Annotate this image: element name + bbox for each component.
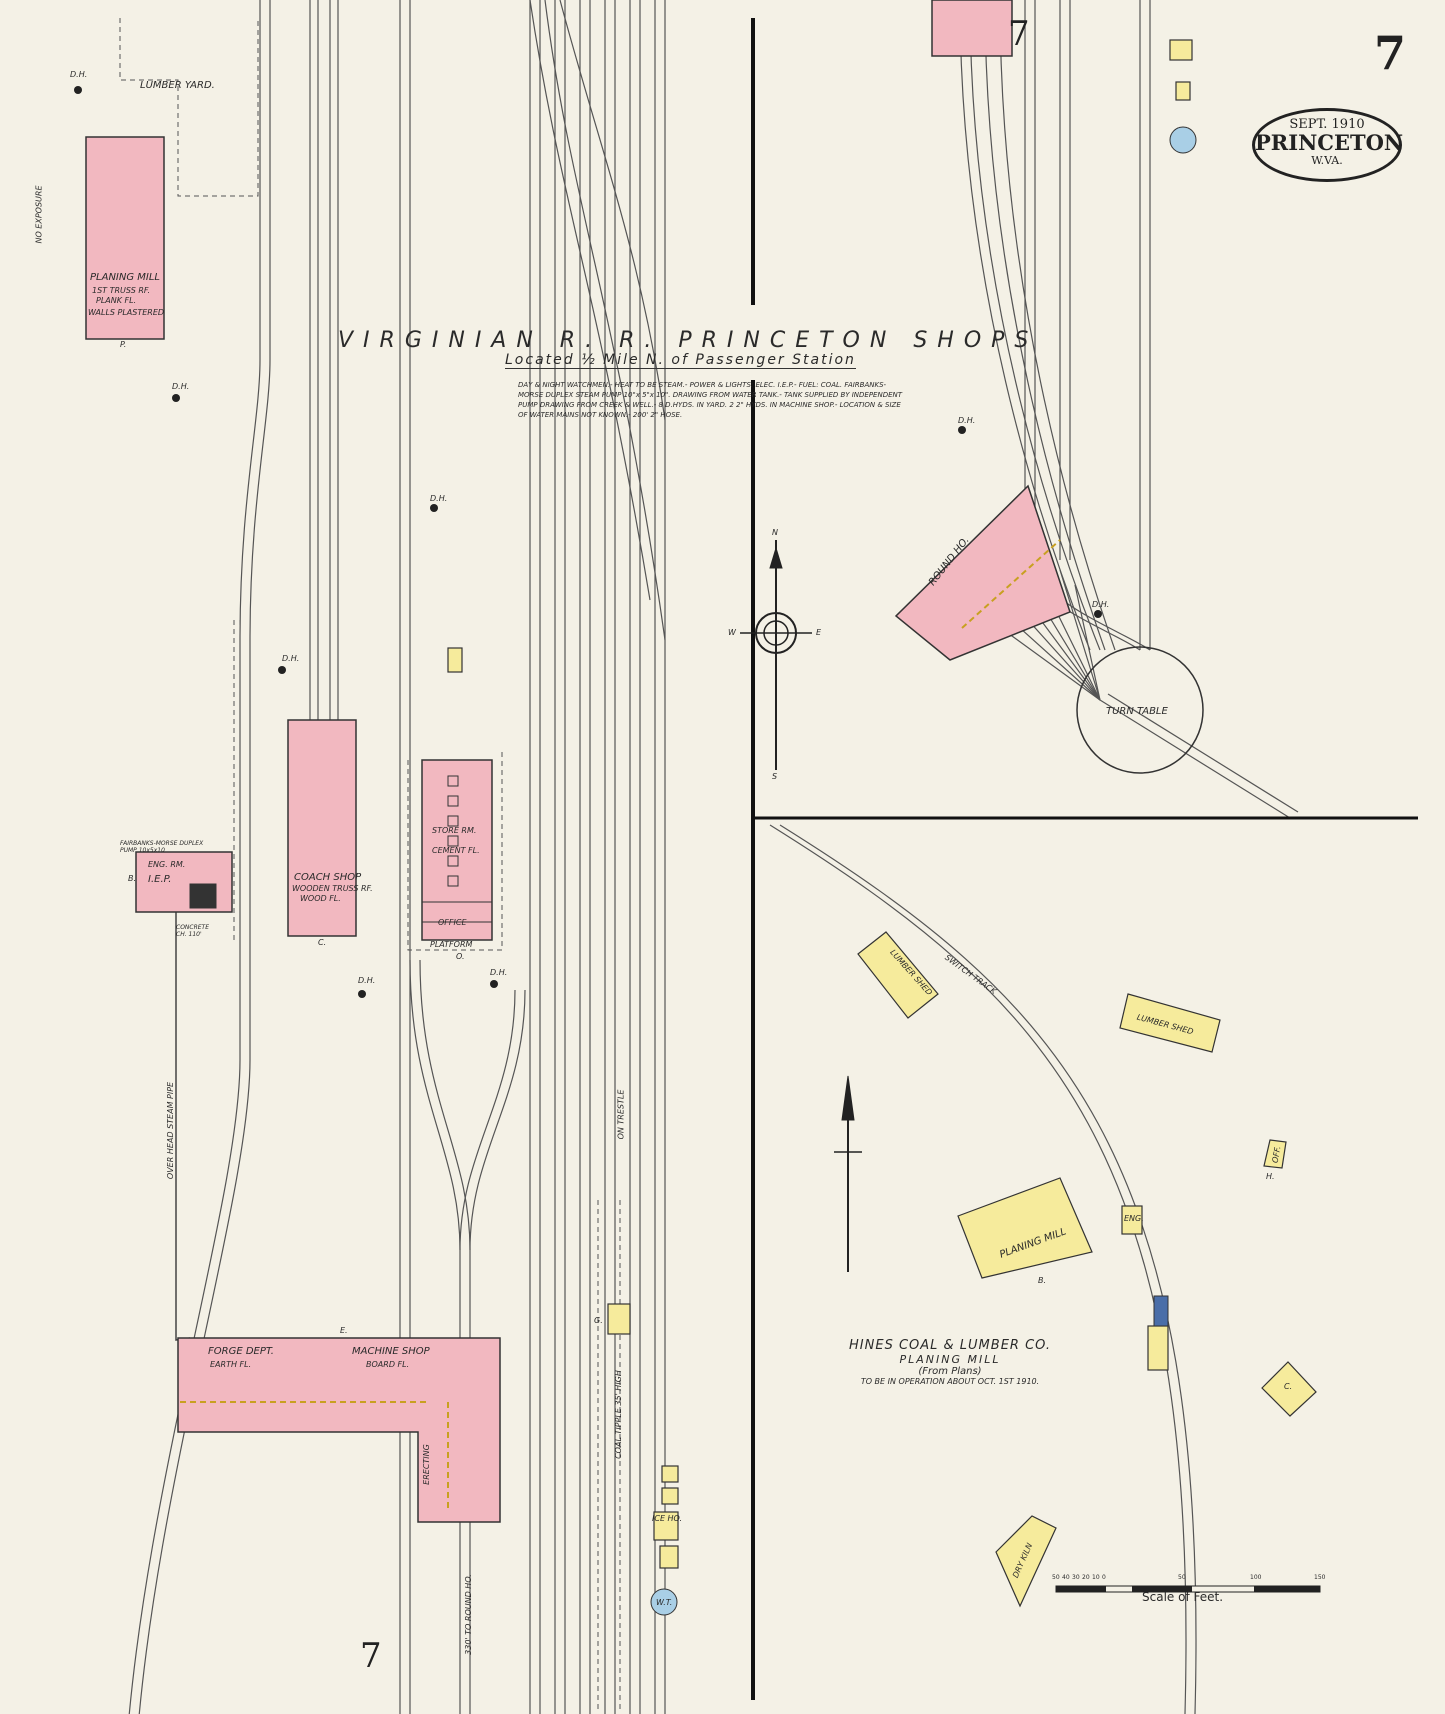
title-notes: DAY & NIGHT WATCHMEN.- HEAT TO BE STEAM.… — [518, 381, 903, 419]
label-concrete: CONCRETE CH. 110' — [176, 924, 210, 938]
water-tank-bottom — [650, 1588, 678, 1616]
label-eng-room: ENG. RM. — [148, 860, 186, 869]
compass-east-label: E — [816, 628, 822, 637]
top-building — [931, 0, 1013, 57]
label-machine-letter: E. — [340, 1326, 348, 1335]
label-planing-mill-letter: P. — [120, 340, 127, 349]
label-planing-mill: PLANING MILL — [90, 272, 160, 283]
label-planing-mill-detail1: 1ST TRUSS RF. — [92, 286, 150, 295]
steam-pipe — [175, 910, 191, 1341]
title-main: VIRGINIAN R. R. PRINCETON SHOPS — [338, 328, 1039, 353]
sheet-number-bottom: 7 — [360, 1636, 382, 1676]
label-steam-pipe: OVER HEAD STEAM PIPE — [166, 1081, 176, 1180]
title-cartouche: SEPT. 1910 PRINCETON W.VA. — [1252, 108, 1404, 182]
label-ice-ho: ICE HO. — [652, 1514, 683, 1523]
scale-tick-label: 100 — [1250, 1574, 1262, 1581]
scale-tick-label: 150 — [1314, 1574, 1326, 1581]
label-dh-2: D.H. — [172, 382, 190, 391]
compass-west-label: W — [728, 628, 736, 637]
label-turn-table: TURN TABLE — [1106, 706, 1168, 717]
hines-sub: PLANING MILL — [899, 1353, 1001, 1366]
sheet-city: PRINCETON — [1255, 130, 1404, 155]
water-tank-top — [1169, 126, 1197, 154]
railroad-tracks — [128, 0, 1299, 1714]
label-forge-dept: FORGE DEPT. — [208, 1346, 274, 1357]
label-platform: PLATFORM — [430, 940, 473, 949]
label-coal-tipple: COAL TIPPLE 35' HIGH — [613, 1370, 623, 1459]
label-planing-letter-2: B. — [1038, 1276, 1047, 1285]
label-board-fl: BOARD FL. — [366, 1360, 410, 1369]
scale-tick-label: 0 — [1102, 1574, 1106, 1581]
hines-name: HINES COAL & LUMBER CO. — [849, 1338, 1051, 1353]
label-dh-7: D.H. — [958, 416, 976, 425]
label-coach-letter: C. — [318, 938, 327, 947]
label-planing-mill-detail3: WALLS PLASTERED — [88, 308, 165, 317]
label-g-letter: G. — [594, 1316, 603, 1325]
scale-tick-label: 20 — [1082, 1574, 1090, 1581]
compass-south-label: S — [772, 772, 778, 781]
label-no-exposure: NO EXPOSURE — [34, 185, 44, 244]
label-dh-5: D.H. — [358, 976, 376, 985]
title-subtitle: Located ½ Mile N. of Passenger Station — [505, 352, 856, 369]
label-store-rm: STORE RM. — [432, 826, 477, 835]
hines-label-block: HINES COAL & LUMBER CO. PLANING MILL (Fr… — [830, 1338, 1070, 1386]
label-iep: I.E.P. — [148, 874, 172, 885]
hines-paren: (From Plans) — [918, 1366, 982, 1377]
scale-tick-label: 50 — [1052, 1574, 1060, 1581]
label-dh-3: D.H. — [430, 494, 448, 503]
label-erecting: ERECTING — [421, 1444, 431, 1485]
scale-bar — [1055, 1585, 1321, 1593]
label-lumber-yard: LUMBER YARD. — [140, 80, 215, 91]
frame-buildings — [447, 39, 1317, 1608]
label-to-round-ho: 330' TO ROUND HO. — [463, 1574, 473, 1655]
label-cement-fl: CEMENT FL. — [432, 846, 480, 855]
sheet-number-top: 7 — [1008, 14, 1030, 54]
label-h-letter: H. — [1266, 1172, 1275, 1181]
hines-operation: TO BE IN OPERATION ABOUT OCT. 1ST 1910. — [860, 1377, 1040, 1386]
label-coach-shop: COACH SHOP — [294, 872, 362, 883]
label-dh-6: D.H. — [490, 968, 508, 977]
north-arrow — [834, 1075, 862, 1272]
scale-title: Scale of Feet. — [1142, 1590, 1224, 1604]
engine-block — [1153, 1295, 1169, 1327]
label-planing-mill-detail2: PLANK FL. — [96, 296, 137, 305]
coach-shop-building — [287, 719, 357, 937]
machine-shop-building — [177, 1337, 501, 1523]
turn-table-circle — [1076, 646, 1204, 774]
label-dh-8: D.H. — [1092, 600, 1110, 609]
sheet-number: 7 — [1374, 26, 1407, 80]
hydrants — [74, 86, 1102, 998]
scale-tick-label: 30 — [1072, 1574, 1080, 1581]
scale-tick-label: 50 — [1178, 1574, 1186, 1581]
brick-buildings — [85, 0, 1071, 1523]
label-earth-fl: EARTH FL. — [210, 1360, 252, 1369]
label-office: OFFICE — [438, 918, 467, 927]
label-eng-small: ENG. — [1124, 1214, 1144, 1223]
compass-rose — [740, 540, 812, 770]
scale-tick-label: 10 — [1092, 1574, 1100, 1581]
scale-tick-label: 40 — [1062, 1574, 1070, 1581]
store-office-building — [421, 759, 493, 941]
compass-north-label: N — [772, 528, 778, 537]
label-coach-shop-detail1: WOODEN TRUSS RF. — [292, 884, 373, 893]
round-house-building — [894, 484, 1071, 661]
dashed-outlines — [119, 18, 621, 1710]
sheet-division-lines — [751, 18, 1418, 1700]
label-dh-4: D.H. — [282, 654, 300, 663]
interior-details — [180, 539, 1061, 1510]
label-boiler-letter: B. — [128, 874, 137, 883]
label-pump-house: FAIRBANKS-MORSE DUPLEX PUMP 10x5x10 — [120, 840, 204, 854]
label-coach-shop-detail2: WOOD FL. — [300, 894, 341, 903]
label-office-letter: O. — [456, 952, 465, 961]
label-dh-1: D.H. — [70, 70, 88, 79]
label-machine-shop: MACHINE SHOP — [352, 1346, 430, 1357]
label-coal-trestle: ON TRESTLE — [616, 1089, 626, 1140]
sheet-state: W.VA. — [1311, 154, 1343, 167]
label-wt: W.T. — [656, 1598, 673, 1607]
planing-mill-building — [85, 136, 165, 340]
sheet-date: SEPT. 1910 — [1289, 117, 1365, 132]
label-c-letter: C. — [1284, 1382, 1293, 1391]
